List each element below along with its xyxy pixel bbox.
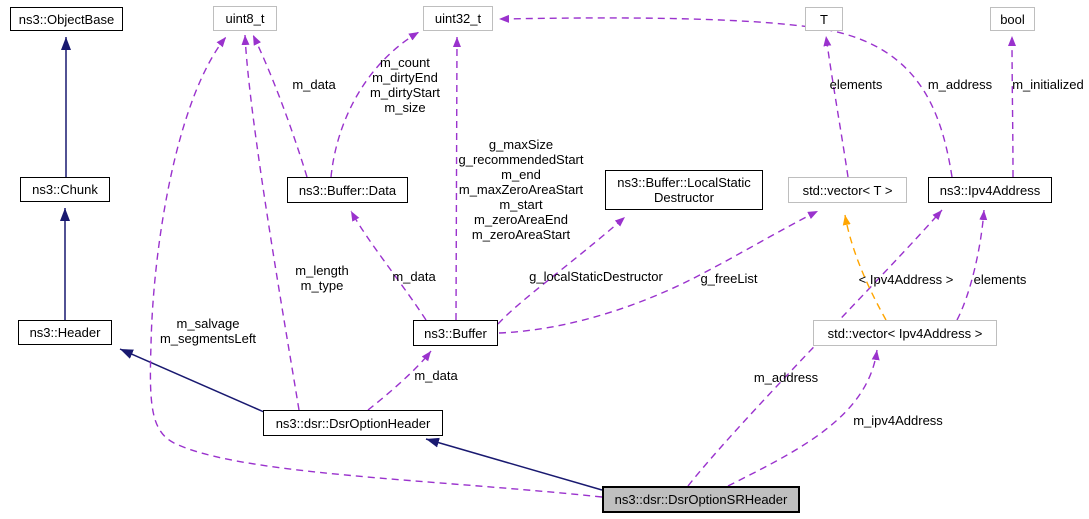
edge-label-buffer-vectort: g_freeList bbox=[700, 271, 758, 286]
edge-label-vectort-t: elements bbox=[829, 77, 883, 92]
node-header[interactable]: ns3::Header bbox=[18, 320, 112, 345]
edge-buffer-to-uint32t bbox=[452, 36, 461, 321]
node-buffer-data[interactable]: ns3::Buffer::Data bbox=[287, 177, 408, 203]
edge-bufferdata-to-uint32t bbox=[330, 31, 420, 178]
node-t: T bbox=[805, 7, 843, 31]
edge-label-srh-uint8t: m_salvage m_segmentsLeft bbox=[159, 316, 257, 346]
edge-label-srh-vectoripv4: m_ipv4Address bbox=[853, 413, 943, 428]
edge-vectoripv4-to-ipv4address bbox=[956, 209, 988, 321]
node-uint8t: uint8_t bbox=[213, 6, 277, 31]
edge-buffer-to-localstaticdestructor bbox=[497, 216, 626, 325]
edge-dsroptionsrheader-to-dsroptionheader bbox=[425, 437, 603, 491]
node-objectbase[interactable]: ns3::ObjectBase bbox=[10, 7, 123, 31]
node-vector-t: std::vector< T > bbox=[788, 177, 907, 203]
edge-label-doh-uint8t: m_length m_type bbox=[295, 263, 349, 293]
edge-label-vectoripv4-vectort: < Ipv4Address > bbox=[858, 272, 954, 287]
edge-dsroptionheader-to-header bbox=[119, 348, 265, 413]
edge-label-bufferdata-uint32t: m_count m_dirtyEnd m_dirtyStart m_size bbox=[369, 55, 441, 115]
edge-label-srh-ipv4: m_address bbox=[753, 370, 819, 385]
edge-bufferdata-to-uint8t bbox=[252, 34, 308, 178]
node-dsr-option-sr-header: ns3::dsr::DsrOptionSRHeader bbox=[602, 486, 800, 513]
edge-dsroptionsrheader-to-ipv4address bbox=[687, 209, 943, 487]
edge-dsroptionsrheader-to-vectoripv4 bbox=[727, 349, 880, 487]
node-chunk[interactable]: ns3::Chunk bbox=[20, 177, 110, 202]
edge-label-buffer-bufferdata: m_data bbox=[392, 269, 436, 284]
node-vector-ipv4address: std::vector< Ipv4Address > bbox=[813, 320, 997, 346]
edge-ipv4address-to-uint32t bbox=[498, 14, 953, 178]
node-bool: bool bbox=[990, 7, 1035, 31]
edge-label-bufferdata-uint8t: m_data bbox=[292, 77, 336, 92]
node-dsr-option-header[interactable]: ns3::dsr::DsrOptionHeader bbox=[263, 410, 443, 436]
node-ipv4address[interactable]: ns3::Ipv4Address bbox=[928, 177, 1052, 203]
edge-buffer-to-vectort bbox=[498, 210, 819, 334]
edge-label-doh-buffer: m_data bbox=[414, 368, 458, 383]
edge-label-buffer-uint32t: g_maxSize g_recommendedStart m_end m_max… bbox=[458, 137, 584, 242]
edge-label-ipv4-bool: m_initialized bbox=[1012, 77, 1084, 92]
node-buffer[interactable]: ns3::Buffer bbox=[413, 320, 498, 346]
edge-buffer-to-bufferdata bbox=[350, 210, 427, 321]
node-uint32t: uint32_t bbox=[423, 6, 493, 31]
edge-label-ipv4-uint32t: m_address bbox=[927, 77, 993, 92]
edge-label-vectoripv4-ipv4: elements bbox=[973, 272, 1027, 287]
node-buffer-localstatic-destructor[interactable]: ns3::Buffer::LocalStatic Destructor bbox=[605, 170, 763, 210]
edge-label-buffer-lsd: g_localStaticDestructor bbox=[529, 269, 663, 284]
edge-vectort-to-t bbox=[823, 35, 849, 178]
edge-dsroptionheader-to-uint8t bbox=[241, 34, 300, 411]
edge-ipv4address-to-bool bbox=[1008, 35, 1017, 178]
edge-dsroptionsrheader-to-uint8t bbox=[149, 36, 603, 498]
edge-vectoripv4-to-vectort-template bbox=[842, 214, 887, 321]
